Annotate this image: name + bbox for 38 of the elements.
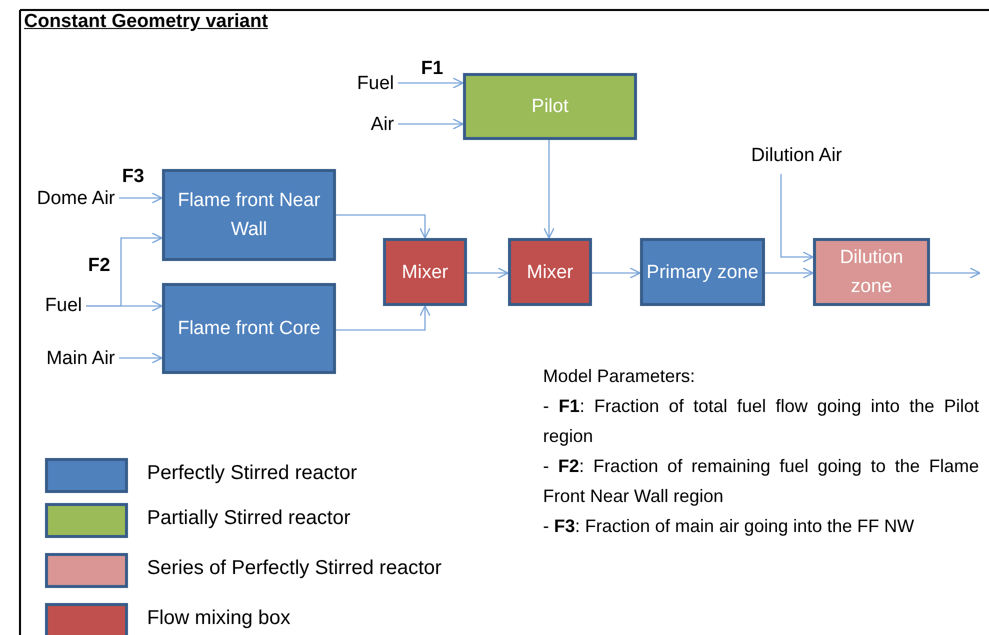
legend-text: Partially Stirred reactor — [147, 507, 350, 530]
flow-label: Air — [340, 111, 394, 139]
flow-label: Dome Air — [8, 185, 115, 213]
arrow — [592, 267, 641, 279]
process-box: Mixer — [383, 238, 467, 306]
flow-label: Fuel — [340, 70, 394, 98]
arrow — [398, 118, 464, 130]
legend-text: Perfectly Stirred reactor — [147, 462, 358, 485]
arrow — [336, 305, 431, 331]
flow-label: Dilution Air — [722, 142, 842, 170]
arrow — [119, 192, 163, 204]
flow-label: Fuel — [20, 292, 82, 320]
arrow — [780, 174, 814, 263]
edge-label: F3 — [122, 166, 144, 188]
flow-label: Main Air — [18, 345, 115, 373]
process-box: Primary zone — [640, 238, 765, 306]
process-box: Flame front Core — [162, 283, 336, 374]
legend-text: Flow mixing box — [147, 607, 290, 630]
note-text: Model Parameters: — [543, 365, 696, 388]
arrow — [930, 267, 981, 279]
process-box: Pilot — [463, 73, 637, 140]
arrow — [119, 352, 163, 364]
note-text: - F3: Fraction of main air going into the FF NW — [543, 515, 916, 538]
arrow — [398, 77, 464, 89]
process-box: Flame front Near Wall — [162, 169, 336, 261]
process-box: Mixer — [508, 238, 592, 306]
arrow — [467, 267, 509, 279]
arrow — [543, 140, 555, 239]
arrow — [765, 267, 814, 279]
edge-label: F1 — [421, 58, 444, 80]
arrow — [86, 300, 163, 312]
edge-label: F2 — [88, 255, 110, 277]
diagram-title: Constant Geometry variant — [24, 11, 268, 33]
note-text: - F2: Fraction of remaining fuel going to the Flame Front Near Wall region — [543, 455, 979, 508]
note-text: - F1: Fraction of total fuel flow going into the Pilot region — [543, 395, 979, 448]
arrow — [336, 214, 431, 239]
legend-text: Series of Perfectly Stirred reactor — [147, 557, 442, 580]
process-box: Dilution zone — [813, 238, 930, 306]
